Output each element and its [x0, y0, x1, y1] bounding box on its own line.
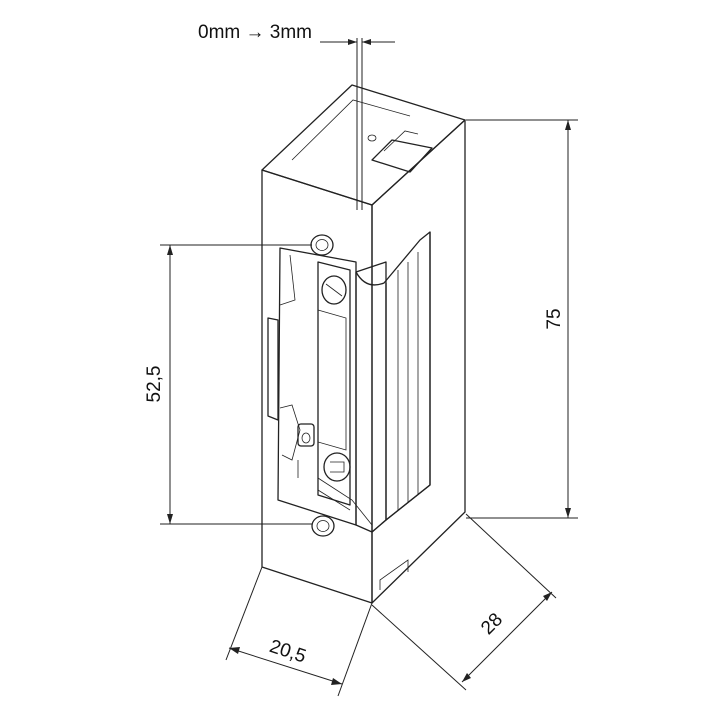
depth-dim-line	[461, 591, 553, 683]
mechanism-window	[317, 309, 347, 451]
upper-screw-icon	[321, 275, 347, 305]
opening-top-lip	[279, 254, 296, 306]
upper-screw-slot	[325, 283, 343, 297]
hole-spacing-label: 52,5	[144, 366, 165, 403]
mechanism-block	[317, 261, 351, 506]
opening-lower-lip	[279, 404, 301, 461]
adjust-slot	[371, 139, 433, 173]
top-screw-hole	[367, 134, 377, 142]
latch-opening	[267, 247, 373, 526]
depth-extension-right	[465, 513, 557, 599]
height-arrow-top	[565, 120, 571, 130]
lower-mounting-hole	[311, 515, 335, 537]
top-face-step	[291, 99, 411, 161]
latch-outer-edge	[371, 232, 431, 533]
side-slot	[267, 317, 279, 421]
adjust-arrow-right	[362, 39, 371, 45]
latch-curve	[355, 231, 431, 521]
adjust-label: 0mm → 3mm	[198, 22, 312, 43]
lower-mounting-hole-inner	[316, 520, 330, 532]
adjust-cylinder	[297, 423, 315, 447]
width-extension-left	[225, 566, 263, 661]
adjust-arrow-left	[348, 39, 357, 45]
height-label: 75	[544, 308, 565, 329]
adjust-slot-edge	[383, 130, 419, 152]
width-dim-line	[228, 647, 343, 685]
spacing-arrow-bottom	[167, 514, 173, 524]
width-label: 20,5	[267, 636, 309, 667]
depth-arrow-right	[543, 592, 552, 601]
side-face	[371, 119, 466, 604]
mounting-holes	[310, 234, 335, 537]
spacing-arrow-top	[167, 245, 173, 255]
upper-mounting-hole	[310, 234, 334, 256]
width-extension-right	[337, 602, 373, 697]
upper-mounting-hole-inner	[315, 239, 329, 251]
lower-screw-cross	[330, 461, 345, 473]
height-arrow-bottom	[565, 508, 571, 518]
depth-extension-left	[371, 604, 467, 691]
latch-lip	[355, 261, 387, 533]
lower-screw-icon	[323, 452, 351, 482]
latch	[355, 231, 431, 533]
bottom-notch	[379, 559, 409, 590]
opening-frame	[277, 247, 357, 526]
dimension-lines	[160, 38, 578, 697]
width-arrow-left	[229, 647, 240, 654]
adjust-cylinder-end	[301, 432, 311, 444]
width-arrow-right	[331, 678, 342, 685]
lower-ramp-edge	[317, 489, 351, 511]
lower-ramp	[317, 477, 373, 526]
depth-arrow-left	[462, 673, 471, 682]
strike-body	[261, 84, 466, 604]
depth-label: 28	[477, 609, 507, 639]
